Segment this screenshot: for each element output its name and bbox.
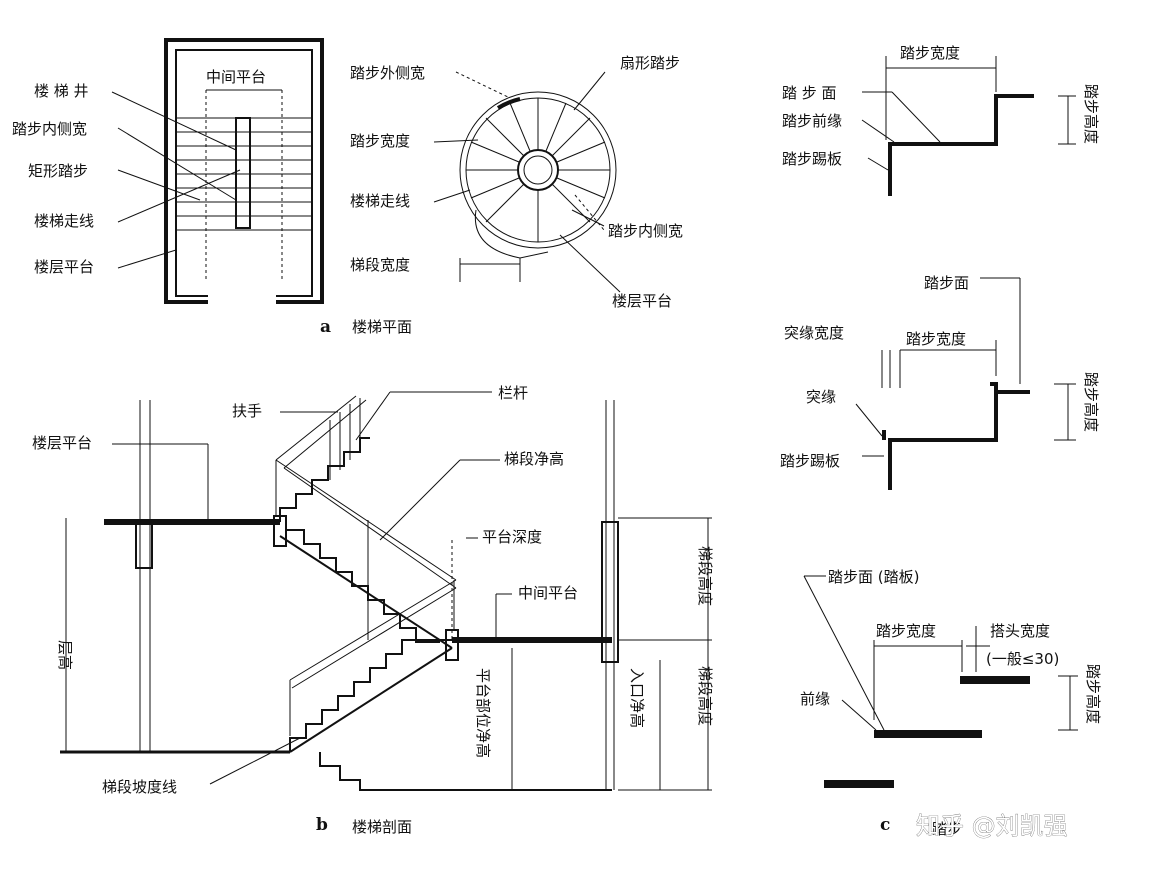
plan-stair-well <box>235 117 251 229</box>
label-nosing-width: 突缘宽度 <box>784 324 844 342</box>
label-overlap-note: (一般≤30) <box>986 650 1059 668</box>
label-tread-width-3: 踏步宽度 <box>876 622 936 640</box>
label-landing-clearance: 平台部位净高 <box>474 668 492 758</box>
label-riser-height-1: 踏步高度 <box>1082 84 1100 144</box>
label-storey-height: 层高 <box>56 640 74 670</box>
spiral-stair-plan <box>433 71 621 293</box>
label-walking-line: 楼梯走线 <box>34 212 94 230</box>
label-tread-surface-1: 踏 步 面 <box>782 84 837 102</box>
label-tread-surface-board: 踏步面 (踏板) <box>828 568 919 586</box>
label-overlap-width: 搭头宽度 <box>990 622 1050 640</box>
caption-treads: 踏步 <box>932 820 962 838</box>
label-riser-height-2: 踏步高度 <box>1082 372 1100 432</box>
spiral-outer-width-mark <box>496 97 521 110</box>
label-riser-2: 踏步踢板 <box>780 452 840 470</box>
label-flight-height-lower: 梯段高度 <box>696 666 714 726</box>
plan-inner-wall <box>175 49 313 297</box>
label-outer-tread-width: 踏步外侧宽 <box>350 64 425 82</box>
caption-letter-a: a <box>320 317 331 337</box>
label-tread-width-2: 踏步宽度 <box>906 330 966 348</box>
label-flight-height-upper: 梯段高度 <box>696 546 714 606</box>
label-front-edge: 前缘 <box>800 690 830 708</box>
label-riser-1: 踏步踢板 <box>782 150 842 168</box>
label-inner-tread-width: 踏步内侧宽 <box>12 120 87 138</box>
caption-plan: 楼梯平面 <box>352 318 412 336</box>
label-fan-tread: 扇形踏步 <box>620 54 680 72</box>
caption-letter-b: b <box>316 815 328 835</box>
caption-letter-c: c <box>880 815 890 835</box>
label-flight-width: 梯段宽度 <box>350 256 410 274</box>
label-inner-tread-width-spiral: 踏步内侧宽 <box>608 222 683 240</box>
tread-detail-3 <box>803 575 1078 788</box>
spiral-treads <box>466 98 610 242</box>
caption-section: 楼梯剖面 <box>352 818 412 836</box>
label-section-middle-landing: 中间平台 <box>518 584 578 602</box>
label-landing-depth: 平台深度 <box>482 528 542 546</box>
label-railing: 栏杆 <box>498 384 528 402</box>
tread-detail-1 <box>861 56 1076 196</box>
label-flight-clearance: 梯段净高 <box>504 450 564 468</box>
label-riser-height-3: 踏步高度 <box>1084 664 1102 724</box>
label-tread-surface-2: 踏步面 <box>924 274 969 292</box>
label-middle-landing: 中间平台 <box>206 68 266 86</box>
label-rect-tread: 矩形踏步 <box>28 162 88 180</box>
label-handrail: 扶手 <box>232 402 262 420</box>
plan-drawing <box>111 38 324 304</box>
label-walking-line-spiral: 楼梯走线 <box>350 192 410 210</box>
plan-leaders <box>111 91 241 269</box>
label-entrance-clearance: 入口净高 <box>628 668 646 728</box>
plan-outer-wall <box>164 38 324 304</box>
plan-treads <box>176 89 312 280</box>
section-drawing <box>60 391 712 791</box>
spiral-tail-landing <box>474 209 549 259</box>
spiral-leaders <box>433 71 621 293</box>
label-floor-landing: 楼层平台 <box>34 258 94 276</box>
label-floor-landing-spiral: 楼层平台 <box>612 292 672 310</box>
label-stair-well: 楼 梯 井 <box>34 82 89 100</box>
label-slope-line: 梯段坡度线 <box>102 778 177 796</box>
label-tread-nosing-edge: 踏步前缘 <box>782 112 842 130</box>
label-tread-width-1: 踏步宽度 <box>900 44 960 62</box>
label-tread-width: 踏步宽度 <box>350 132 410 150</box>
label-nosing: 突缘 <box>806 388 836 406</box>
tread-detail-2 <box>855 277 1076 490</box>
label-section-floor-landing: 楼层平台 <box>32 434 92 452</box>
watermark: 知乎 @刘凯强 <box>916 812 1068 840</box>
